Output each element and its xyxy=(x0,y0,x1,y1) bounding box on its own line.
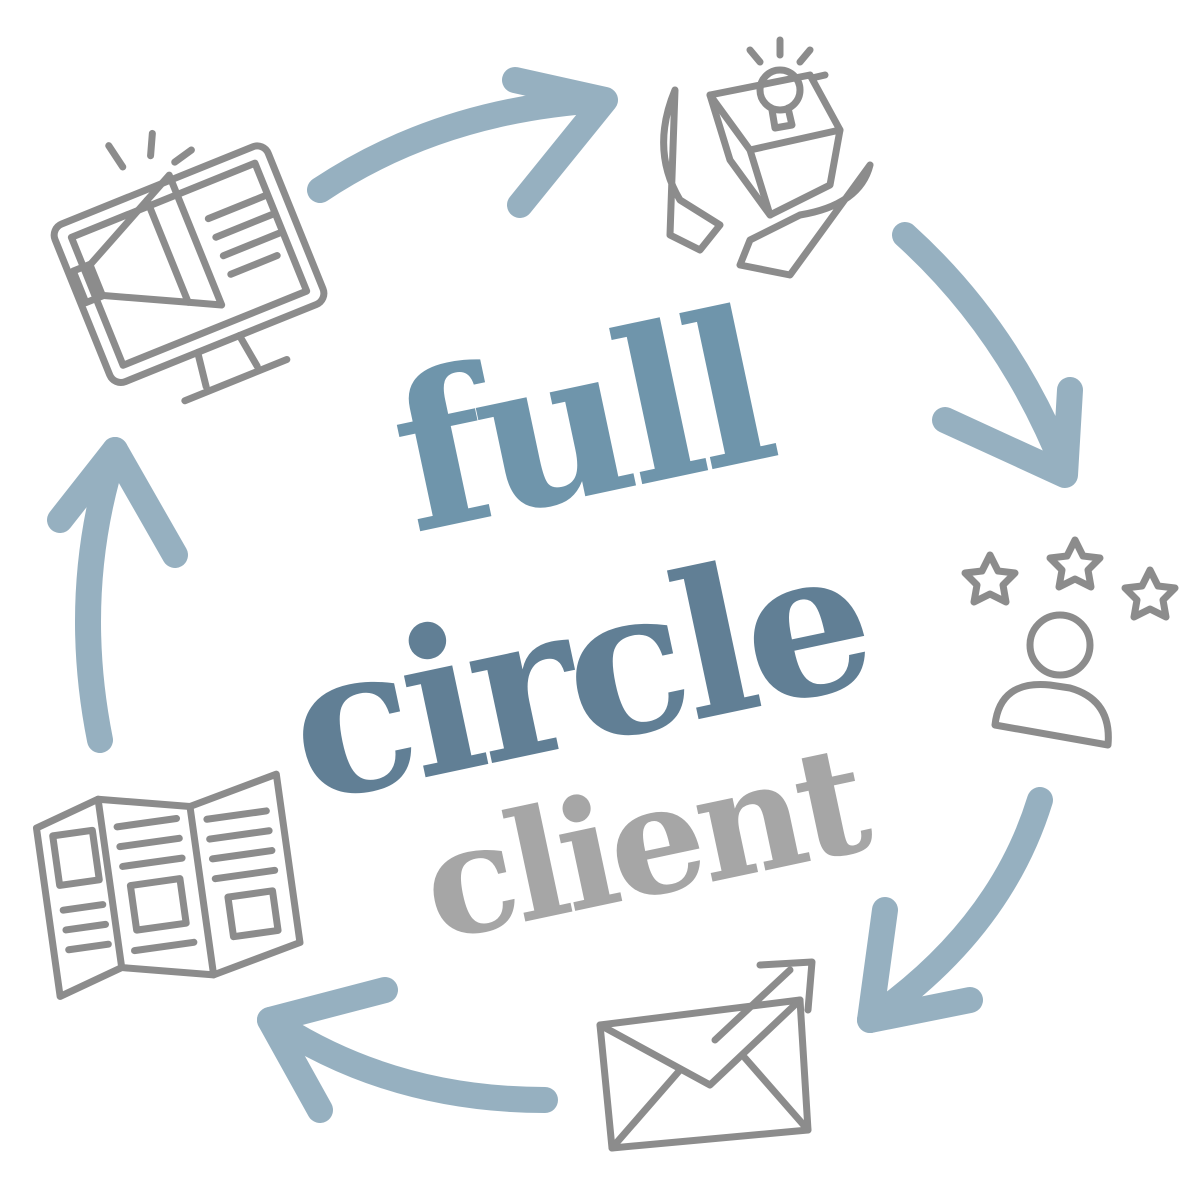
arrow-right-lower xyxy=(857,787,1053,1033)
arrow-right-upper xyxy=(892,222,1083,488)
arrow-left xyxy=(47,437,188,753)
idea-box-hands-icon xyxy=(660,36,874,279)
email-growth-icon xyxy=(596,958,816,1152)
brochure-icon xyxy=(32,770,304,1000)
megaphone-monitor-icon xyxy=(50,129,328,405)
arrow-bottom xyxy=(257,977,558,1123)
rating-stars-user-icon xyxy=(961,536,1179,749)
arrow-top xyxy=(307,67,618,218)
